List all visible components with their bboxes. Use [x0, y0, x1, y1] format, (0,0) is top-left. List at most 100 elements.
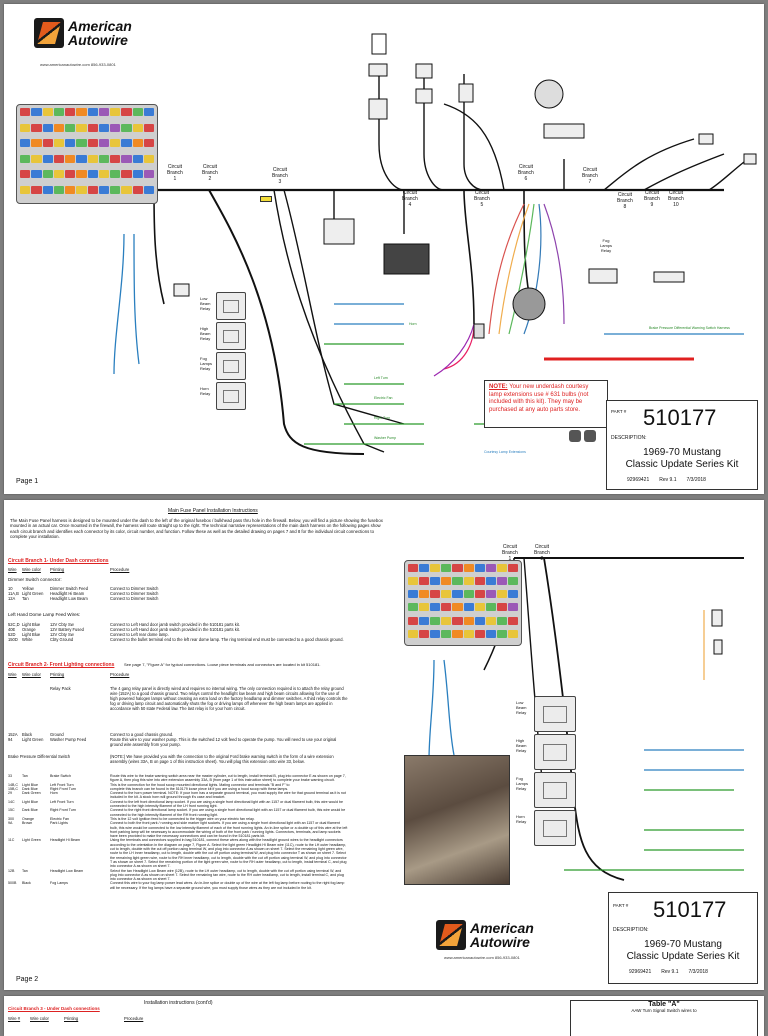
part-info-box: PART # 510177 DESCRIPTION: 1969-70 Musta… — [606, 400, 758, 490]
page2-fuse-panel — [404, 560, 522, 646]
table-a: Table "A" AAW Turn Signal Switch wires t… — [570, 1000, 758, 1036]
page-number: Page 1 — [16, 478, 39, 485]
p2-brand-logo-icon — [436, 920, 466, 950]
p2-brand-logo: American Autowire — [436, 920, 534, 950]
install-photo — [404, 755, 510, 885]
part-number: 510177 — [643, 405, 717, 430]
brand-line-1: American — [68, 18, 132, 34]
green-label-electric-fan: Electric Fan — [374, 396, 393, 400]
p2-low-beam-relay — [534, 696, 576, 732]
p2-horn-relay — [534, 810, 576, 846]
green-label-brake: Brake Pressure Differential Warning Swit… — [649, 326, 730, 330]
brand-line-2: Autowire — [68, 32, 128, 48]
brand-logo: American Autowire — [34, 18, 132, 48]
courtesy-lamps — [569, 430, 596, 442]
p2-part-info-box: PART # 510177 DESCRIPTION: 1969-70 Musta… — [608, 892, 758, 984]
main-fuse-panel — [16, 104, 158, 204]
green-label-right-turn: Right Turn — [374, 416, 391, 420]
page2-title: Main Fuse Panel Installation Instruction… — [168, 508, 258, 514]
courtesy-label: Courtesy Lamp Extensions — [484, 450, 526, 454]
yellow-tag — [260, 196, 272, 202]
p2-fog-relay — [534, 772, 576, 808]
page-3: Installation instructions (cont'd) Circu… — [4, 996, 764, 1036]
low-beam-relay — [216, 292, 246, 320]
website: www.americanautowire.com 856-933-0801 — [40, 62, 116, 67]
page-1: American Autowire www.americanautowire.c… — [4, 4, 764, 494]
section-2-note: See page 7, "Figure A" for typical conne… — [124, 662, 321, 667]
section-3-title: Circuit Branch 3 - Under Dash connection… — [8, 1006, 100, 1011]
page-2: Main Fuse Panel Installation Instruction… — [4, 500, 764, 990]
section-1-title: Circuit Branch 1- Under Dash connections — [8, 558, 109, 564]
page3-header: Installation instructions (cont'd) — [144, 1000, 213, 1006]
green-label-washer-pump: Washer Pump — [374, 436, 397, 440]
high-beam-relay — [216, 322, 246, 350]
brake-row: Brake Pressure Differential Switch(NOTE:… — [8, 754, 334, 765]
courtesy-note: NOTE: Your new underdash courtesy lamp e… — [484, 380, 608, 428]
section-2-title: Circuit Branch 2- Front Lighting connect… — [8, 662, 115, 668]
dimmer-head: Dimmer Switch connector: — [8, 577, 62, 582]
dome-head: Left Hand Dome Lamp Feed Wires: — [8, 612, 81, 617]
horn-relay — [216, 382, 246, 410]
wiring-diagram — [113, 33, 757, 455]
page2-number: Page 2 — [16, 976, 39, 983]
fog-lamps-relay — [216, 352, 246, 380]
brand-logo-icon — [34, 18, 64, 48]
green-label-left-turn: Left Turn — [374, 376, 388, 380]
p2-high-beam-relay — [534, 734, 576, 770]
page2-intro: The Main Fuse Panel harness is designed … — [10, 518, 383, 540]
p2-website: www.americanautowire.com 856-933-0801 — [444, 955, 520, 960]
green-label-horn: Horn — [409, 322, 417, 326]
